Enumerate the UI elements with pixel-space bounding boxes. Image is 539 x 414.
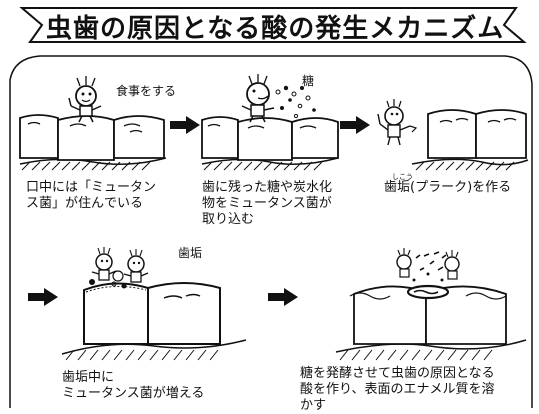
arrow-step3-to-4 bbox=[28, 288, 58, 306]
step2-caption-line1: 歯に残った糖や炭水化 bbox=[202, 180, 333, 195]
arrow-step4-to-5 bbox=[268, 288, 298, 306]
step5-illustration bbox=[335, 248, 527, 361]
step4-label: 歯垢 bbox=[178, 246, 203, 260]
page-title: 虫歯の原因となる酸の発生メカニズム bbox=[46, 14, 505, 44]
step1-caption-line2: ス菌」が住んでいる bbox=[26, 196, 144, 211]
title-banner bbox=[19, 7, 527, 43]
step1-caption-line1: 口中には「ミュータン bbox=[26, 180, 157, 195]
step4-illustration bbox=[61, 247, 247, 361]
arrow-step1-to-2 bbox=[170, 116, 200, 134]
arrow-step2-to-3 bbox=[340, 116, 370, 134]
step2-caption-line2: 物をミュータンス菌が bbox=[202, 196, 332, 211]
step3-ruby: しこう bbox=[392, 173, 413, 181]
step4-caption-line2: ミュータンス菌が増える bbox=[62, 386, 205, 401]
step3-caption: 歯垢(プラーク)を作る bbox=[384, 180, 512, 195]
step2-illustration bbox=[201, 74, 339, 171]
step5-caption-line1: 糖を発酵させて虫歯の原因となる bbox=[300, 366, 495, 381]
step2-caption-line3: 取り込む bbox=[202, 212, 255, 227]
step4-caption-line1: 歯垢中に bbox=[62, 370, 115, 385]
step3-illustration bbox=[377, 99, 529, 171]
step2-label: 糖 bbox=[302, 74, 315, 88]
step5-caption-line2: 酸を作り、表面のエナメル質を溶 bbox=[300, 382, 495, 397]
step1-illustration bbox=[19, 76, 167, 171]
step1-bubble: 食事をする bbox=[116, 84, 177, 98]
step5-caption-line3: かす bbox=[300, 398, 327, 413]
